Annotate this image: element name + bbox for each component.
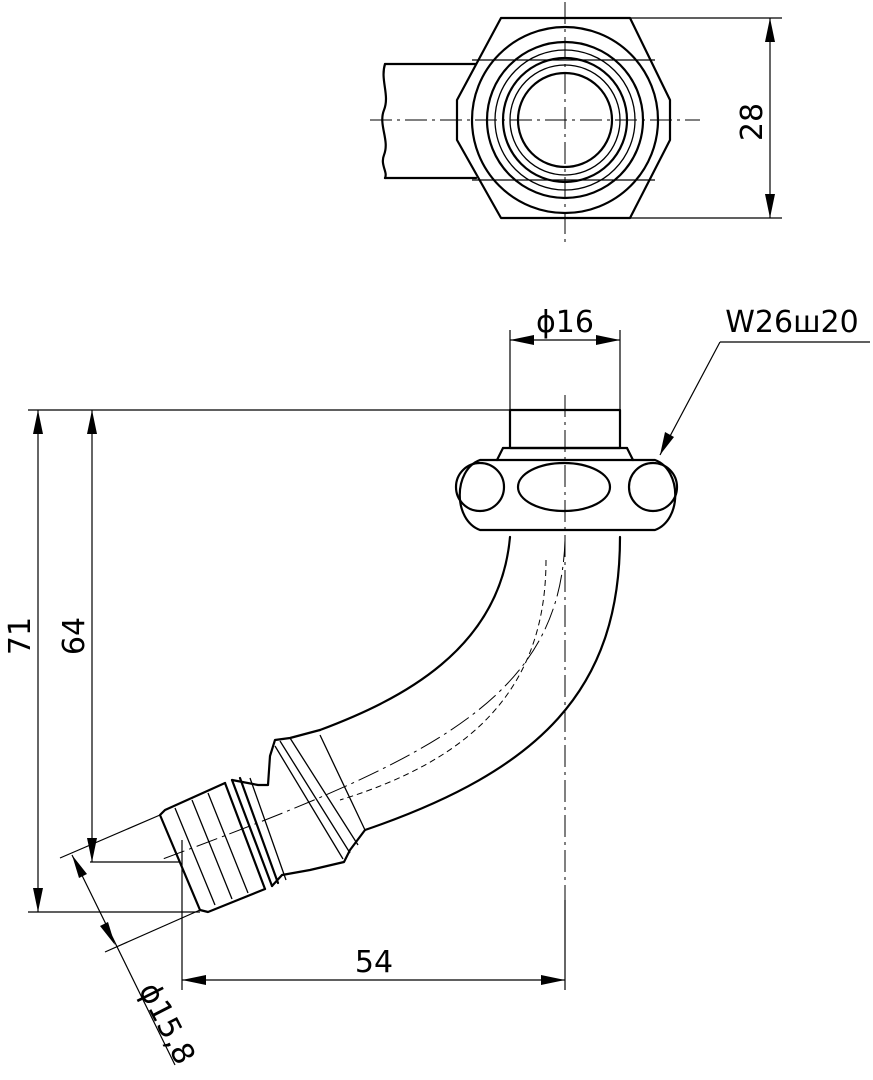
dim-height-inner-lines: [87, 410, 180, 863]
dim-horizontal-offset-lines: [181, 840, 566, 990]
top-view: [370, 2, 782, 242]
thread-leader: [659, 341, 870, 456]
dim-diameter-top-lines: [509, 330, 621, 410]
dim-height-inner: 64: [57, 617, 92, 655]
dim-diameter-end-lines: [59, 814, 201, 1066]
dim-width-across-flats: 28: [735, 103, 770, 141]
dim-horizontal-offset: 54: [355, 945, 393, 980]
dim-thread: W26ш20: [725, 305, 858, 340]
bent-tube-outer: [363, 535, 622, 832]
bent-tube-inner: [318, 535, 512, 732]
side-view: [158, 395, 679, 914]
dim-height-total: 71: [3, 617, 38, 655]
dim-diameter-top: ϕ16: [536, 305, 594, 340]
hex-nut-outline: [455, 16, 672, 220]
dim-diameter-end: ϕ15,8: [131, 977, 201, 1070]
dim-height-total-lines: [28, 409, 510, 913]
